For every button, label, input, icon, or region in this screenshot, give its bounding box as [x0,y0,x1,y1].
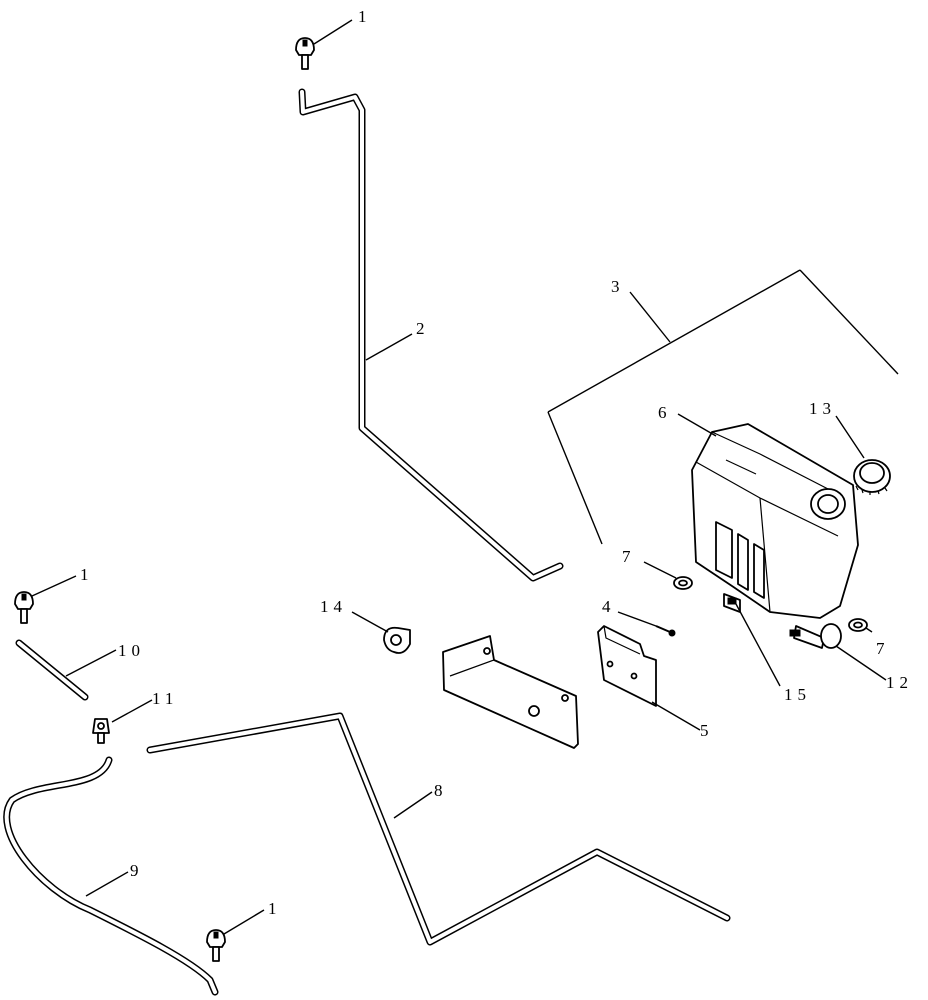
callout-2: 2 [416,319,430,338]
callout-10: 10 [118,641,145,660]
bolt-icon [655,625,676,637]
pump-fitting-icon [723,593,741,613]
callout-1-top: 1 [358,7,372,26]
callout-1-bottom: 1 [268,899,282,918]
callout-4: 4 [602,597,616,616]
callout-3: 3 [611,277,625,296]
nozzle-bottom-icon [206,929,226,962]
leader-lines [31,19,899,935]
callout-12: 12 [886,673,913,692]
callout-9: 9 [130,861,144,880]
hose-2 [298,88,564,582]
reservoir-tank-icon [691,423,859,619]
callout-14: 14 [320,597,347,616]
hose-9 [3,756,219,996]
callout-7-right: 7 [876,639,890,658]
callout-8: 8 [434,781,448,800]
grommet-left-icon [673,576,693,590]
reservoir-cap-icon [853,459,891,495]
t-connector-icon [92,718,110,744]
nozzle-mid-icon [14,591,34,624]
callout-11: 11 [152,689,178,708]
callout-15: 15 [784,685,811,704]
nozzle-top-icon [295,37,315,70]
grommet-right-icon [848,618,868,632]
callout-13: 13 [809,399,836,418]
callout-1-mid: 1 [80,565,94,584]
hose-8 [146,712,731,946]
hose-10 [15,639,89,701]
callout-6: 6 [658,403,672,422]
callout-7-left: 7 [622,547,636,566]
mounting-plate-icon [442,635,579,749]
bracket-5-icon [597,625,657,707]
callout-5: 5 [700,721,714,740]
hose-clip-icon [383,626,411,654]
washer-pump-icon [789,623,842,649]
